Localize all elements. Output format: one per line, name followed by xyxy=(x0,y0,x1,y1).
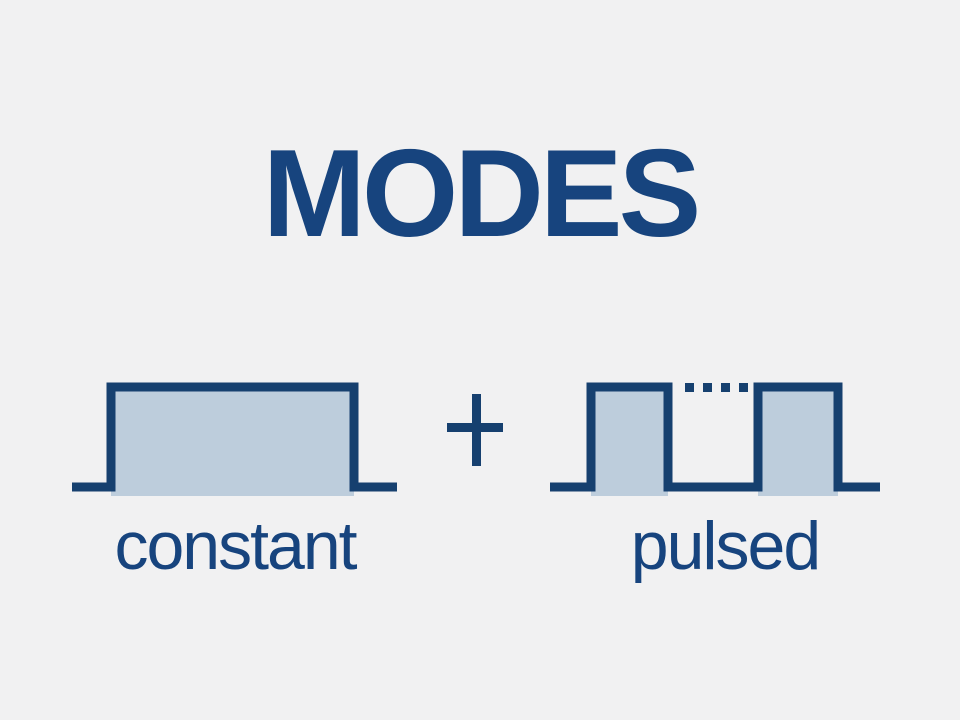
pulsed-pulse2-fill xyxy=(758,387,838,496)
constant-pulse-fill xyxy=(111,387,354,496)
page-title: MODES xyxy=(262,125,702,263)
plus-icon-horizontal-bar xyxy=(447,423,503,432)
pulsed-waveform-icon xyxy=(550,382,880,496)
constant-waveform-icon xyxy=(72,382,397,496)
interval-dot xyxy=(685,383,694,392)
pulsed-pulse1-fill xyxy=(591,387,668,496)
constant-label: constant xyxy=(114,508,357,584)
pulsed-label: pulsed xyxy=(630,508,821,584)
interval-dot xyxy=(703,383,712,392)
pulsed-pulse-outline xyxy=(550,382,880,492)
pulsed-mode-figure xyxy=(545,375,885,501)
interval-dot xyxy=(721,383,730,392)
constant-mode-figure xyxy=(65,375,405,501)
interval-dot xyxy=(739,383,748,392)
interval-dots-icon xyxy=(685,383,748,392)
constant-pulse-outline xyxy=(72,382,397,492)
plus-icon xyxy=(447,394,503,466)
